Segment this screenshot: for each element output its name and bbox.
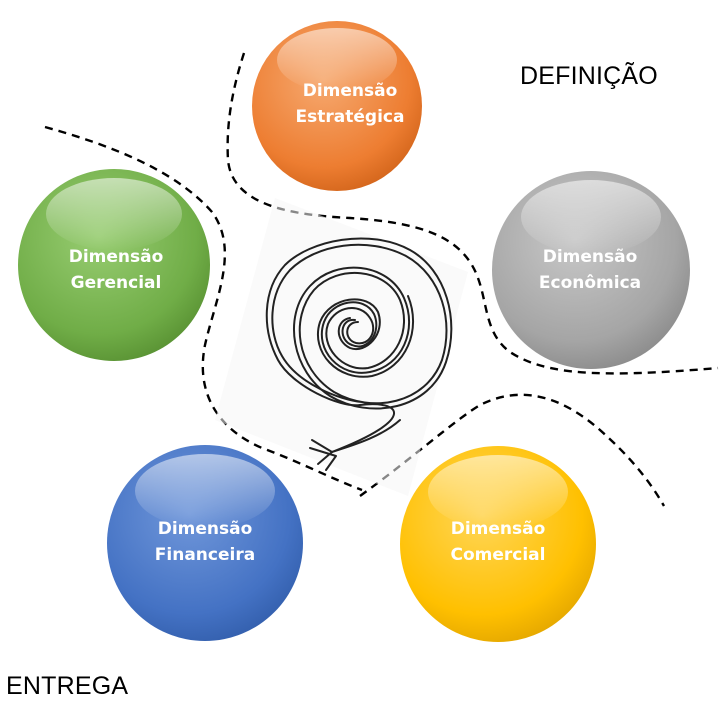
dashed-line-right [359, 393, 666, 507]
circle-comercial: Dimensão Comercial [400, 446, 596, 642]
dashed-line-left [44, 125, 363, 492]
circle-gerencial: Dimensão Gerencial [18, 169, 210, 361]
circle-gerencial-line2: Gerencial [71, 273, 162, 293]
dashed-line-top [226, 52, 719, 375]
circle-economica: Dimensão Econômica [492, 171, 690, 369]
circle-economica-line2: Econômica [539, 273, 641, 293]
dashed-separators [44, 52, 719, 507]
circle-comercial-line2: Comercial [451, 545, 546, 565]
circle-financeira-line1: Dimensão [158, 519, 253, 539]
circle-gerencial-line1: Dimensão [69, 247, 164, 267]
circle-estrategica-line2: Estratégica [296, 107, 405, 127]
circle-economica-line1: Dimensão [543, 247, 638, 267]
spiral-arrow-icon [265, 237, 453, 471]
circle-estrategica-line1: Dimensão [303, 81, 398, 101]
circle-comercial-line1: Dimensão [451, 519, 546, 539]
circle-estrategica: Dimensão Estratégica [252, 21, 422, 191]
center-sketch [215, 198, 468, 496]
circle-financeira: Dimensão Financeira [107, 445, 303, 641]
circle-financeira-line2: Financeira [155, 545, 255, 565]
delivery-label: ENTREGA [6, 672, 129, 700]
definition-label: DEFINIÇÃO [520, 62, 658, 90]
